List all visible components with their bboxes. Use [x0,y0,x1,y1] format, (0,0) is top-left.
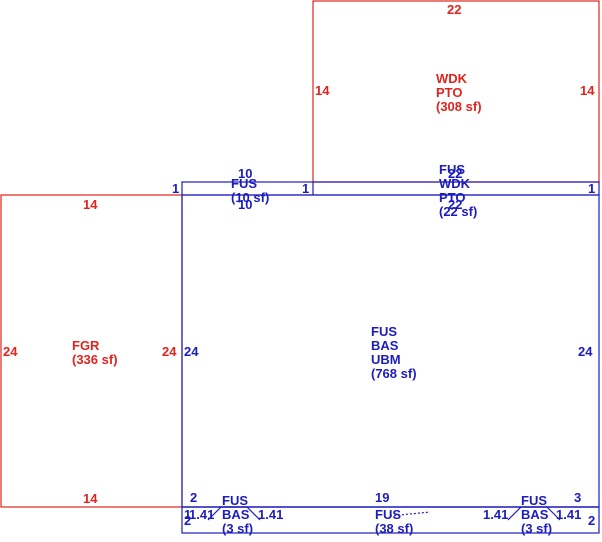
wdk-pto-dim-top: 22 [447,2,461,17]
strip-left-dim-left: 1 [172,181,179,196]
main-label-2: BAS [371,338,399,353]
bay-right-label-1: FUS [521,493,547,508]
bay-left-label-1: FUS [222,493,248,508]
bay-left-dim-c: 1.41 [258,507,283,522]
main-dim-right: 24 [578,344,593,359]
bay-left-dim-a: 1 [184,507,191,522]
wdk-pto-label-2: PTO [436,85,463,100]
strip-right-label-4: (22 sf) [439,204,477,219]
wdk-pto-label-3: (308 sf) [436,99,482,114]
strip-right-label-3: PTO [439,190,466,205]
bays-outline [181,506,600,534]
main-label-4: (768 sf) [371,366,417,381]
fgr-dim-right: 24 [162,344,177,359]
main-label-1: FUS [371,324,397,339]
bay-left-dim-b: 1.41 [189,507,214,522]
wdk-pto-area: 22 14 14 WDK PTO (308 sf) [312,0,600,183]
top-strip: 1 1 1 10 10 FUS (10 sf) 22 22 FUS WDK PT… [172,162,600,219]
fgr-area: 14 14 24 24 FGR (336 sf) [0,194,183,508]
wdk-pto-dim-left: 14 [315,83,330,98]
strip-left-dim-top: 10 [238,166,252,181]
fgr-label-2: (336 sf) [72,352,118,367]
strip-right-dim-bottom: 22 [448,197,462,212]
top-strip-outline [181,181,600,196]
bay-right-dim-top: 3 [574,490,581,505]
bay-right-outline [507,506,561,521]
fgr-label-1: FGR [72,338,100,353]
strip-right-label-1: FUS [439,162,465,177]
main-label-3: UBM [371,352,401,367]
bay-right-label-2: BAS [521,507,549,522]
strip-left-label-2: (10 sf) [231,190,269,205]
bay-left-outline [207,506,261,521]
fus-bas-ubm-area: 24 24 FUS BAS UBM (768 sf) [181,194,600,508]
bottom-bays: 2 1 1.41 1.41 2 FUS BAS (3 sf) 19 FUS (3… [181,490,600,536]
bay-mid-divider [389,511,431,517]
fgr-dim-bottom: 14 [83,491,98,506]
bay-right-dim-c: 1.41 [556,507,581,522]
fgr-dim-top: 14 [83,197,98,212]
main-dim-left: 24 [184,344,199,359]
bay-right-dim-a: 1.41 [483,507,508,522]
bay-mid-dim-top: 19 [375,490,389,505]
strip-right-dim-right: 1 [588,181,595,196]
wdk-pto-dim-right: 14 [580,83,595,98]
bay-mid-label-1: FUS [375,507,401,522]
strip-left-dim-right: 1 [302,181,309,196]
strip-left-dim-bottom: 10 [238,197,252,212]
bay-right-dim-right: 2 [588,513,595,528]
bay-left-dim-top: 2 [190,490,197,505]
bay-left-label-2: BAS [222,507,250,522]
wdk-pto-label-1: WDK [436,71,468,86]
bay-right-label-3: (3 sf) [521,521,552,536]
fgr-dim-left: 24 [3,344,18,359]
strip-right-dim-top: 22 [448,166,462,181]
bay-mid-label-2: (38 sf) [375,521,413,536]
strip-right-label-2: WDK [439,176,471,191]
strip-left-label-1: FUS [231,176,257,191]
bay-left-label-3: (3 sf) [222,521,253,536]
bay-left-dim-e: 2 [184,513,191,528]
